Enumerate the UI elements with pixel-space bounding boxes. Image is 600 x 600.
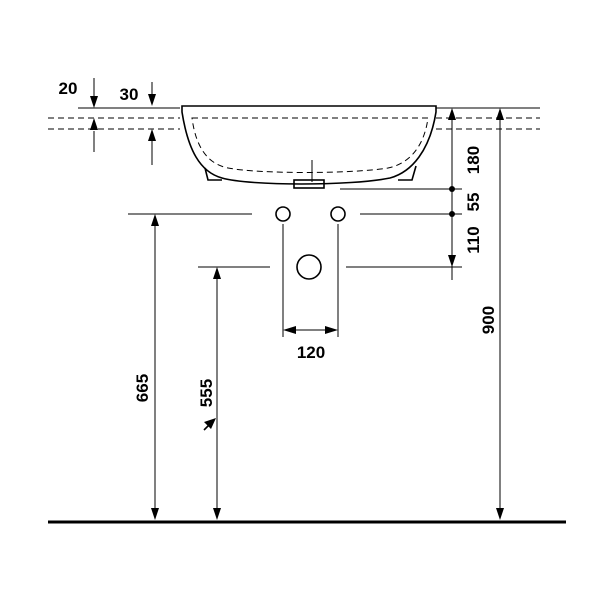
dimension-supply-spacing: 120 [283, 326, 338, 362]
supply-left [275, 206, 291, 222]
dim-label-wall-offset-a: 20 [59, 79, 78, 98]
dimension-wall-offset-a: 20 [59, 78, 98, 152]
dim-label-wall-offset-b: 30 [120, 85, 139, 104]
wall-reference-lines [48, 107, 540, 130]
dimension-total-height: 900 [479, 108, 504, 520]
dim-label-supply-spacing: 120 [297, 343, 325, 362]
level-reference-lines [128, 188, 462, 268]
connections [275, 206, 346, 337]
dimension-wall-offset-b: 30 [120, 82, 156, 165]
dim-label-drain-height: 555 [197, 379, 216, 407]
dim-label-supply-height: 665 [133, 374, 152, 402]
basin [181, 105, 437, 189]
dim-label-waste-to-supply: 55 [464, 193, 483, 212]
waste-outlet [293, 179, 325, 189]
dim-label-supply-to-drain: 110 [464, 226, 483, 253]
dim-label-total-height: 900 [479, 306, 498, 334]
dimension-drain-height: 555 [197, 267, 221, 520]
supply-right [330, 206, 346, 222]
diagonal-arrow-icon [203, 418, 216, 431]
drain [296, 254, 322, 280]
dimension-supply-height: 665 [133, 214, 159, 520]
dimension-right-chain: 180 55 110 [448, 108, 483, 280]
dim-label-rim-to-waste: 180 [464, 146, 483, 174]
